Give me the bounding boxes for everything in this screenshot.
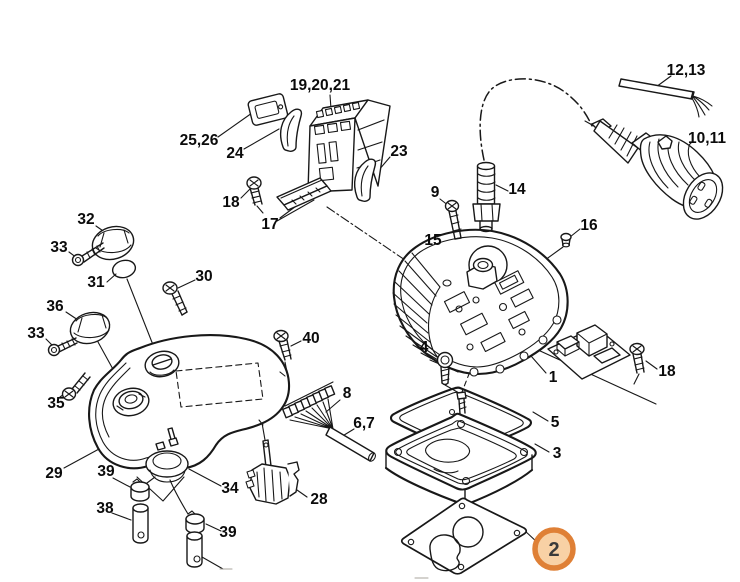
screw-35-part [61, 372, 91, 401]
highlight-balloon-circle[interactable] [532, 527, 576, 571]
cable-gland-14-part [472, 161, 501, 233]
bracket-24-part [279, 108, 303, 152]
housing-gland-boss [466, 245, 508, 290]
plug-10-11-part [584, 118, 724, 220]
screw-33-lower-part [47, 337, 78, 357]
bracket-23-part [353, 158, 377, 202]
grommet-39-left-part [130, 478, 150, 502]
cover-25-26-part [247, 93, 289, 126]
screw-9-part [444, 199, 462, 240]
tank-part [88, 334, 291, 470]
highlight-balloon-number: 2 [548, 539, 559, 561]
flange-34-part [136, 427, 189, 515]
o-ring-31-part [111, 259, 137, 279]
pcb-assembly-part [547, 324, 631, 380]
plug-16-part [560, 232, 572, 248]
screw-30-part [162, 281, 188, 316]
housing-cooling-ribs [392, 252, 459, 373]
cable-12-13-part [618, 78, 713, 118]
harness-8-part [282, 381, 336, 430]
tank-opening-open [112, 387, 150, 417]
mounting-rail-17-part [276, 177, 332, 211]
cap-36-part [69, 311, 111, 345]
housing-interior-details [442, 270, 562, 377]
cap-32-part [91, 225, 135, 261]
screw-18-right-part [629, 342, 645, 385]
screw-33-upper-part [71, 242, 105, 267]
cover-box-3-part [384, 412, 537, 507]
highlight-balloon[interactable]: 2 [532, 527, 576, 571]
switch-block-28-part [245, 439, 300, 505]
screw-18-left-part [246, 176, 263, 206]
filter-38-right-part [186, 531, 203, 568]
filter-38-left-part [132, 503, 149, 544]
cable-6-7-part [325, 426, 376, 462]
housing-1-part [392, 228, 569, 377]
tank-opening-capped [144, 350, 180, 378]
grommet-39-right-part [185, 510, 205, 534]
screw-40-part [273, 329, 292, 361]
screw-4-part [436, 351, 454, 386]
gasket-plate-2-part [400, 497, 528, 575]
